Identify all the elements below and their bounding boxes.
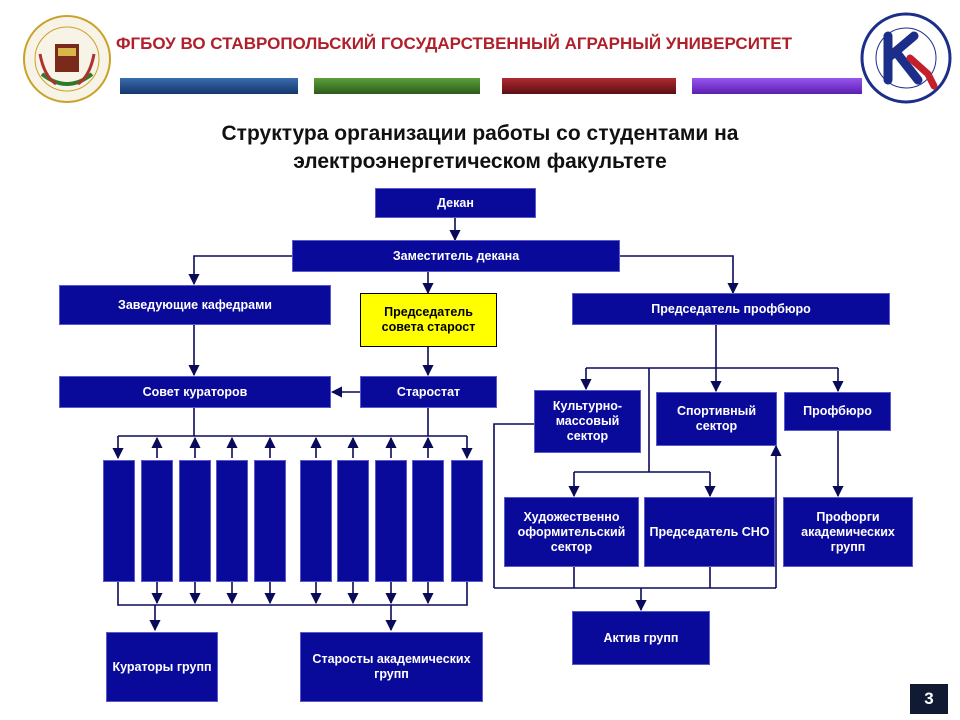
node-deputy-dean: Заместитель декана — [292, 240, 620, 272]
header-stripe-blue — [120, 78, 298, 94]
node-dean: Декан — [375, 188, 536, 218]
group-column — [216, 460, 248, 582]
header-stripe-green — [314, 78, 480, 94]
node-cultural-sector: Культурно-массовый сектор — [534, 390, 641, 453]
university-logo — [22, 14, 112, 104]
node-union-organizers: Профорги академических групп — [783, 497, 913, 567]
group-column — [103, 460, 135, 582]
node-chair-union-bureau: Председатель профбюро — [572, 293, 890, 325]
title-line-2: электроэнергетическом факультете — [293, 150, 667, 173]
header-stripe-violet — [692, 78, 862, 94]
group-column — [337, 460, 369, 582]
slide-title: Структура организации работы со студента… — [100, 120, 860, 176]
node-union-bureau: Профбюро — [784, 392, 891, 431]
group-column — [179, 460, 211, 582]
node-sport-sector: Спортивный сектор — [656, 392, 777, 446]
group-column — [451, 460, 483, 582]
header-stripe-red — [502, 78, 676, 94]
node-chair-sno: Председатель СНО — [644, 497, 775, 567]
node-curators-council: Совет кураторов — [59, 376, 331, 408]
title-line-1: Структура организации работы со студента… — [221, 122, 739, 145]
university-name: ФГБОУ ВО СТАВРОПОЛЬСКИЙ ГОСУДАРСТВЕННЫЙ … — [116, 34, 793, 53]
quality-award-logo — [858, 12, 954, 104]
node-group-headmen: Старосты академических групп — [300, 632, 483, 702]
group-column — [412, 460, 444, 582]
node-starostat: Старостат — [360, 376, 497, 408]
group-column — [141, 460, 173, 582]
node-group-curators: Кураторы групп — [106, 632, 218, 702]
node-group-activists: Актив групп — [572, 611, 710, 665]
group-column — [300, 460, 332, 582]
group-column — [375, 460, 407, 582]
group-column — [254, 460, 286, 582]
node-chair-headmen-council: Председатель совета старост — [360, 293, 497, 347]
page-number: 3 — [910, 684, 948, 714]
node-department-heads: Заведующие кафедрами — [59, 285, 331, 325]
node-art-sector: Художественно оформительский сектор — [504, 497, 639, 567]
